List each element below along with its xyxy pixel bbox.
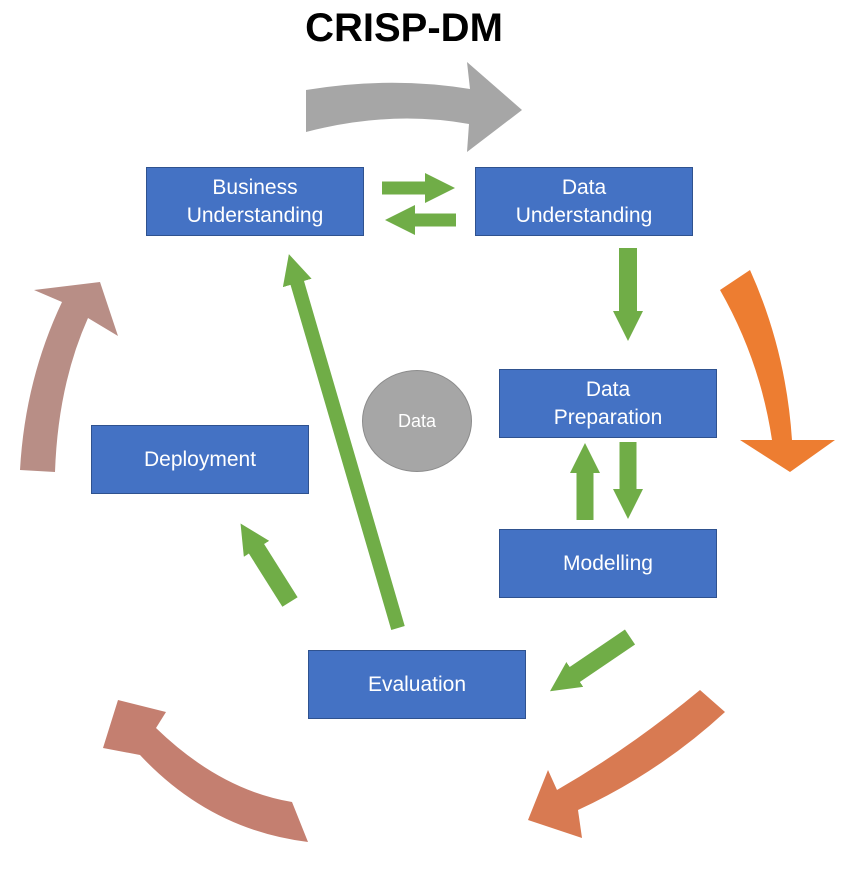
arrow-modelling-to-evaluation [550, 629, 636, 692]
step-business-understanding-line1: Business [212, 176, 298, 200]
cycle-arrow-brown [528, 690, 725, 838]
step-data-preparation: Data Preparation [499, 369, 717, 438]
step-deployment: Deployment [91, 425, 309, 494]
step-data-understanding: Data Understanding [475, 167, 693, 236]
step-deployment-label: Deployment [143, 447, 257, 471]
step-data-preparation-line1: Data [585, 378, 631, 402]
arrow-evaluation-to-deployment [240, 523, 298, 607]
data-center-label: Data [397, 410, 437, 431]
data-center-circle: Data [362, 370, 472, 472]
arrow-evaluation-to-business [282, 254, 405, 630]
step-modelling: Modelling [499, 529, 717, 598]
step-data-preparation-line2: Preparation [553, 405, 663, 429]
step-business-understanding-line2: Understanding [186, 203, 324, 227]
step-evaluation: Evaluation [308, 650, 526, 719]
step-evaluation-label: Evaluation [367, 672, 467, 696]
cycle-arrow-orange [720, 270, 835, 472]
cycle-arrow-mauve [20, 282, 118, 472]
step-business-understanding: Business Understanding [146, 167, 364, 236]
step-data-understanding-line1: Data [561, 176, 607, 200]
cycle-arrow-rose [103, 700, 308, 842]
step-data-understanding-line2: Understanding [515, 203, 653, 227]
diagram-title: CRISP-DM [305, 6, 503, 50]
step-modelling-label: Modelling [563, 551, 653, 575]
cycle-arrow-gray [306, 62, 522, 152]
